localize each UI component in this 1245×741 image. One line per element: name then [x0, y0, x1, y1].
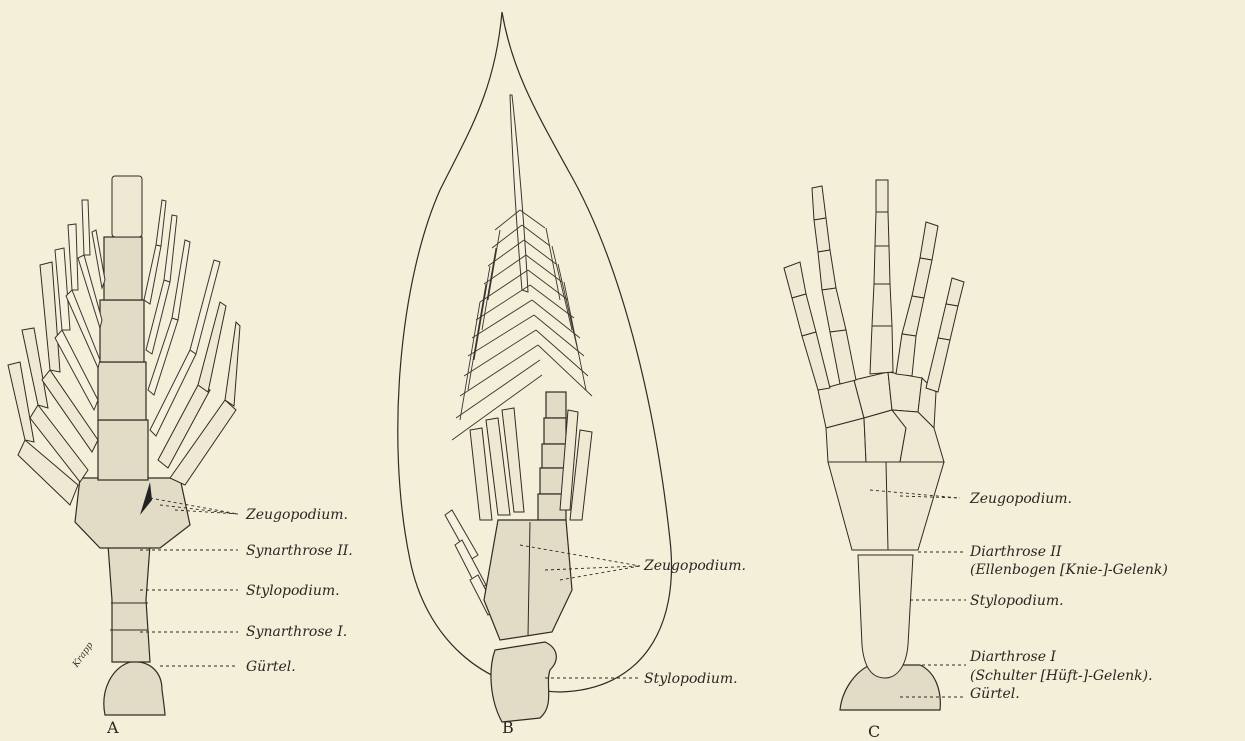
figure-b-caption: B [502, 718, 514, 737]
figure-a-label-stylopodium: Stylopodium. [246, 583, 340, 599]
figure-c-label-guertel: Gürtel. [970, 686, 1020, 702]
figure-a-caption: A [106, 718, 119, 737]
figure-c-caption: C [868, 722, 880, 741]
figure-a-signature: Krapp [71, 641, 96, 671]
figure-c-label-diarthrose-1: Diarthrose I [969, 649, 1056, 665]
figure-c-label-schulter-gelenk: (Schulter [Hüft-]-Gelenk). [970, 668, 1153, 684]
figure-c-label-stylopodium: Stylopodium. [970, 593, 1064, 609]
figure-c-limb-skeleton: Zeugopodium. Diarthrose II (Ellenbogen [… [784, 180, 1168, 741]
figure-a-left-rays [8, 200, 105, 505]
figure-a-central-axis [98, 420, 148, 480]
figure-a-label-synarthrose-1: Synarthrose I. [246, 624, 347, 640]
figure-c-carpals [818, 372, 944, 462]
figure-c-label-zeugopodium: Zeugopodium. [969, 491, 1072, 507]
figure-c-digits [784, 180, 964, 392]
figure-a-label-zeugopodium: Zeugopodium. [245, 507, 348, 523]
figure-b-axis-distal [510, 95, 528, 292]
figure-c-label-diarthrose-2: Diarthrose II [969, 544, 1062, 560]
figure-a-right-rays [144, 200, 240, 485]
figure-a-fin-skeleton: Krapp Zeugopodium. Synarthrose II. Stylo… [8, 176, 353, 737]
figure-a-zeugopodium [75, 478, 190, 548]
figure-a-label-synarthrose-2: Synarthrose II. [246, 543, 353, 559]
figure-c-label-ellenbogen-gelenk: (Ellenbogen [Knie-]-Gelenk) [970, 562, 1168, 578]
figure-b-stylopodium [491, 642, 556, 722]
figure-a-label-guertel: Gürtel. [246, 659, 296, 675]
figure-b-label-stylopodium: Stylopodium. [644, 671, 738, 687]
figure-b-label-zeugopodium: Zeugopodium. [643, 558, 746, 574]
figure-b-fin-skeleton: Zeugopodium. Stylopodium. B [398, 12, 746, 737]
figure-c-stylopodium [858, 555, 913, 678]
figure-a-girdle [104, 662, 165, 715]
